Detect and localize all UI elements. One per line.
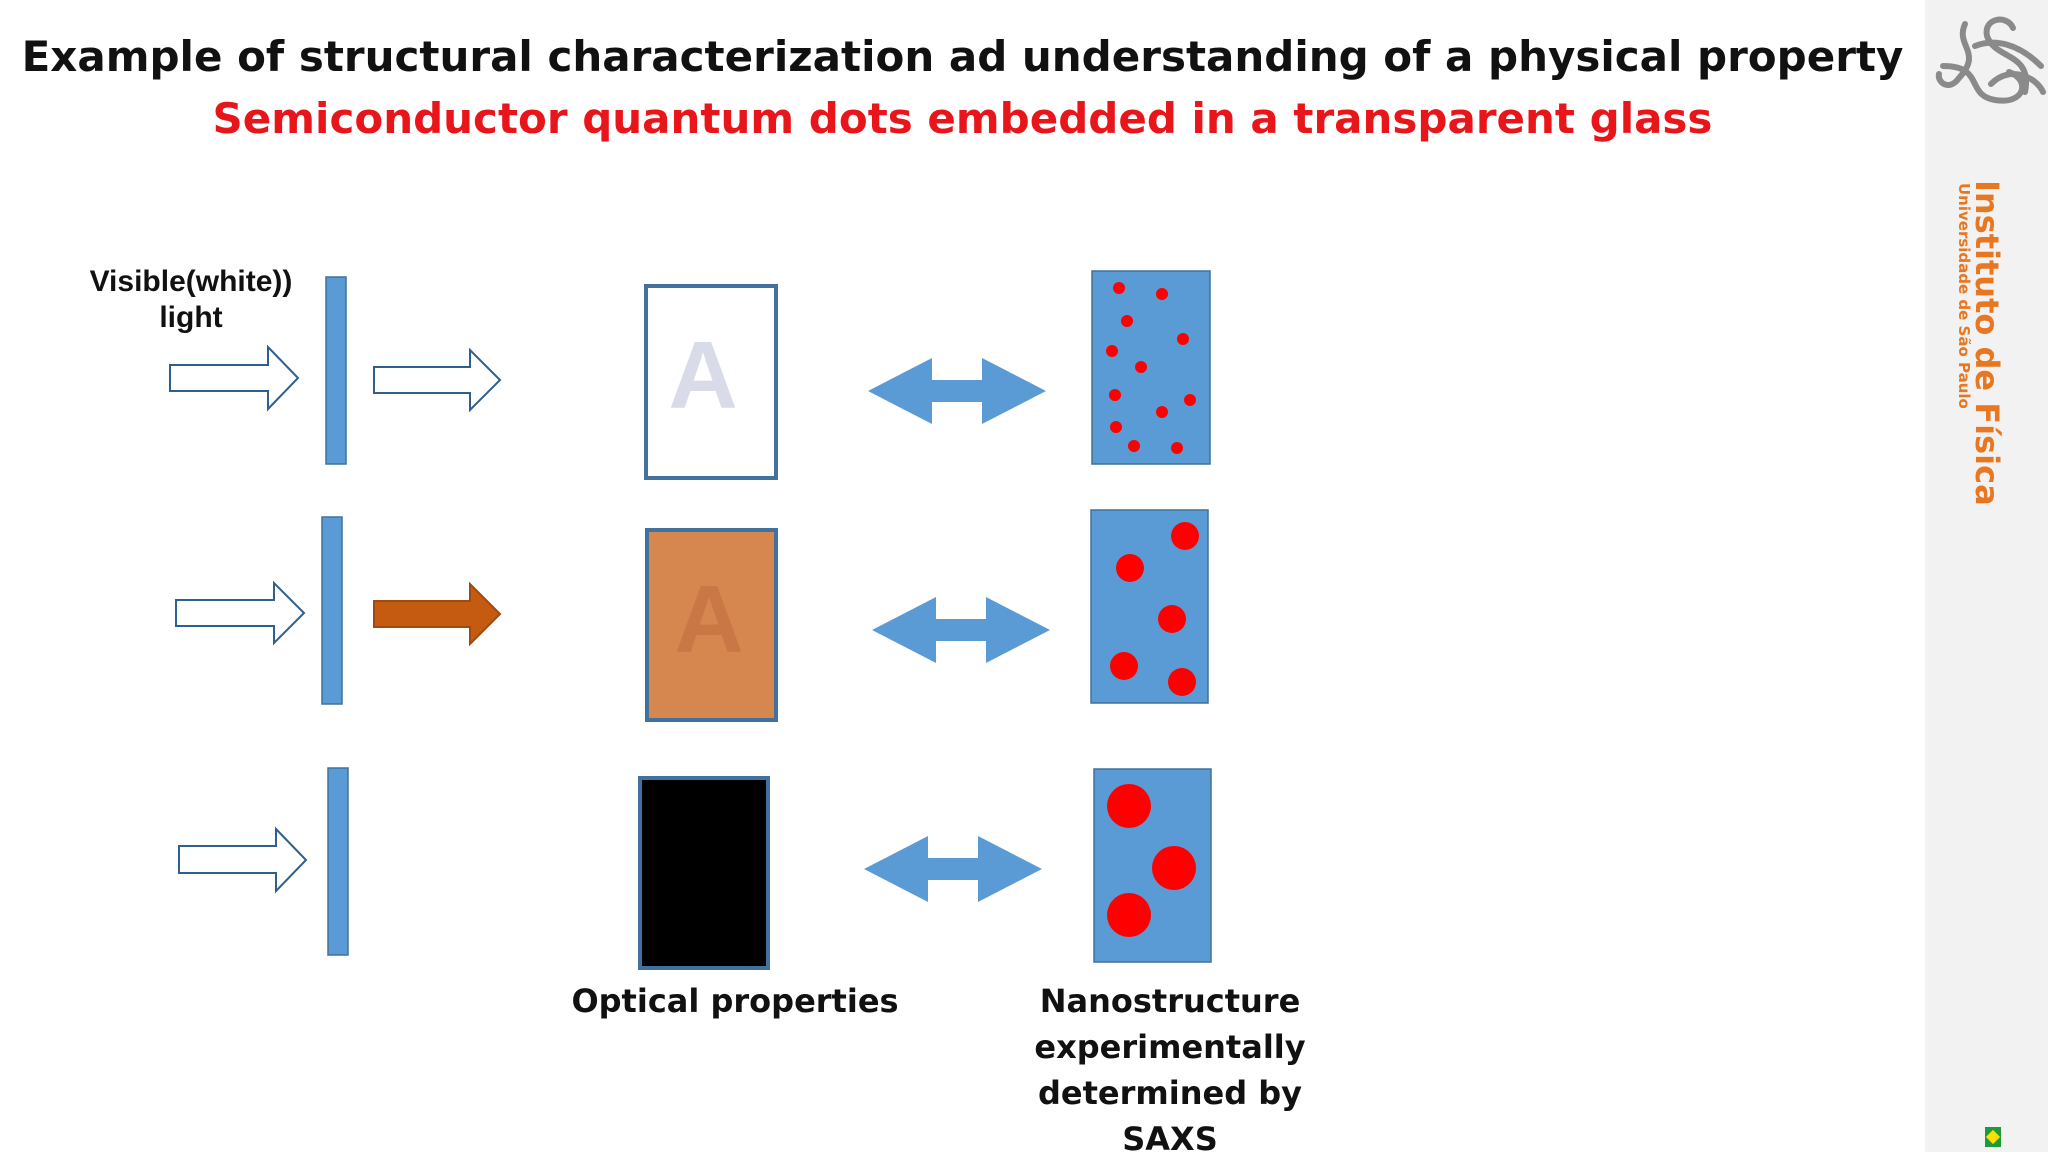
incident-light-arrow-row1	[169, 344, 300, 412]
sample-letter: A	[674, 566, 743, 673]
quantum-dots-small	[1106, 282, 1196, 454]
correlation-arrow-row2	[872, 597, 1050, 663]
sample-white	[644, 284, 778, 480]
quantum-dot	[1152, 846, 1196, 890]
quantum-dot	[1156, 406, 1168, 418]
incident-light-arrow-row2	[175, 580, 306, 646]
glass-filter-row2	[321, 516, 343, 705]
quantum-dot	[1128, 440, 1140, 452]
sample-letter: A	[668, 322, 737, 429]
quantum-dot	[1135, 361, 1147, 373]
quantum-dot	[1113, 282, 1125, 294]
institute-sidebar: Instituto de Física Universidade de São …	[1925, 0, 2048, 1152]
visible-light-label: Visible(white)) light	[89, 265, 293, 334]
institute-logo-icon	[1935, 16, 2046, 104]
quantum-dot	[1156, 288, 1168, 300]
quantum-dot	[1106, 345, 1118, 357]
transmitted-light-arrow-row2	[373, 581, 502, 647]
quantum-dot	[1158, 605, 1186, 633]
optical-properties-label: Optical properties	[571, 982, 899, 1020]
incident-light-arrow-row3	[178, 826, 308, 894]
glass-filter-row3	[327, 767, 349, 956]
quantum-dot	[1107, 893, 1151, 937]
quantum-dot	[1177, 333, 1189, 345]
correlation-arrow-row3	[864, 836, 1042, 902]
quantum-dots-large	[1107, 784, 1196, 937]
quantum-dot	[1168, 668, 1196, 696]
quantum-dot	[1184, 394, 1196, 406]
slide-title: Example of structural characterization a…	[21, 32, 1904, 81]
quantum-dots-medium	[1110, 522, 1199, 696]
glass-filter-row1	[325, 276, 347, 465]
quantum-dot	[1110, 421, 1122, 433]
transmitted-light-arrow-row1	[373, 347, 502, 413]
quantum-dots-diagram: A A	[169, 270, 1212, 970]
quantum-dot	[1110, 652, 1138, 680]
nanostructure-small-dots	[1091, 270, 1211, 465]
quantum-dot	[1116, 554, 1144, 582]
quantum-dot	[1171, 522, 1199, 550]
quantum-dot	[1171, 442, 1183, 454]
slide-subtitle: Semiconductor quantum dots embedded in a…	[212, 94, 1713, 143]
institute-subtitle: Universidade de São Paulo	[1955, 183, 1973, 409]
correlation-arrow-row1	[868, 358, 1046, 424]
brazil-flag-icon	[1985, 1127, 2001, 1147]
institute-name: Instituto de Física	[1968, 180, 2006, 506]
nanostructure-label: Nanostructure experimentally determined …	[1034, 982, 1306, 1158]
sample-black	[638, 776, 770, 970]
quantum-dot	[1109, 389, 1121, 401]
sample-orange	[645, 528, 778, 722]
quantum-dot	[1107, 784, 1151, 828]
quantum-dot	[1121, 315, 1133, 327]
